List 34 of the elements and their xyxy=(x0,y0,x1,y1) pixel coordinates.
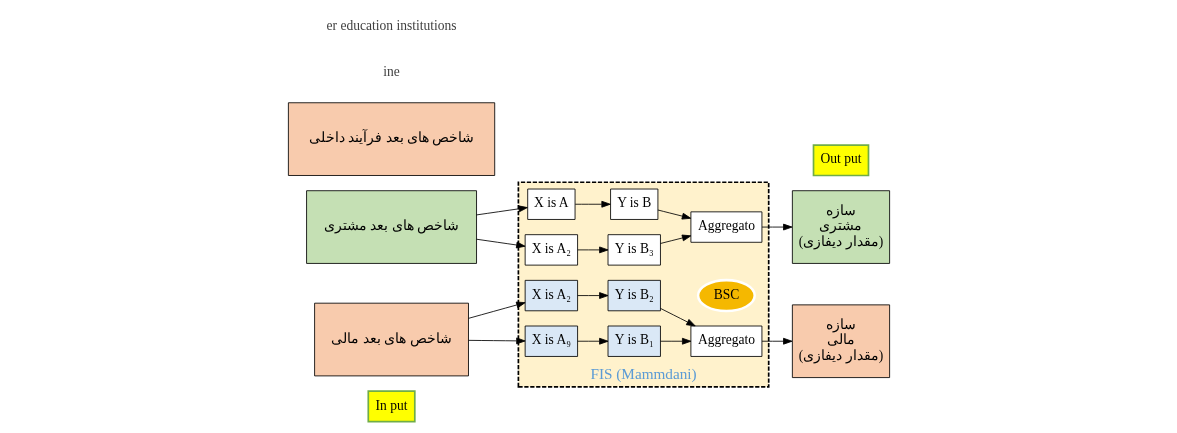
node-box: Aggregato xyxy=(689,325,762,357)
arrow xyxy=(574,200,611,208)
node-box: شاخص های بعد مالی xyxy=(313,302,469,377)
arrow xyxy=(659,337,691,345)
node-box: شاخص های بعد فرآیند داخلی xyxy=(287,102,495,176)
arrow xyxy=(467,301,526,319)
arrow xyxy=(576,246,608,254)
node-box: Y is B xyxy=(609,188,658,220)
node-box: X is A xyxy=(526,188,575,220)
arrow xyxy=(761,223,792,231)
arrow xyxy=(659,308,696,327)
arrow xyxy=(659,234,691,244)
node-box: سازه مشتری (مقدار دیفازی) xyxy=(791,190,890,264)
arrow xyxy=(475,205,528,216)
arrow xyxy=(576,337,608,345)
node-ellipse: BSC xyxy=(696,278,756,313)
node-box: شاخص های بعد مشتری xyxy=(305,190,477,264)
label: ine xyxy=(382,63,400,79)
arrow xyxy=(761,337,792,345)
node-box: X is A₂ xyxy=(524,279,578,312)
node-box: سازه مالی (مقدار دیفازی) xyxy=(791,304,890,378)
node-box: Y is B₃ xyxy=(607,234,661,266)
node-box: Y is B₁ xyxy=(607,325,661,357)
node-box: Y is B₂ xyxy=(607,279,661,312)
node-box: X is A₉ xyxy=(524,325,578,357)
node-box: Aggregato xyxy=(689,211,762,243)
label: er education institutions xyxy=(326,17,456,33)
node-box: Out put xyxy=(812,144,869,177)
node-box: X is A₂ xyxy=(524,234,578,266)
node-box: In put xyxy=(366,390,416,423)
arrow xyxy=(576,292,608,299)
arrow xyxy=(475,238,525,249)
arrow xyxy=(467,337,526,345)
arrow xyxy=(657,209,691,220)
